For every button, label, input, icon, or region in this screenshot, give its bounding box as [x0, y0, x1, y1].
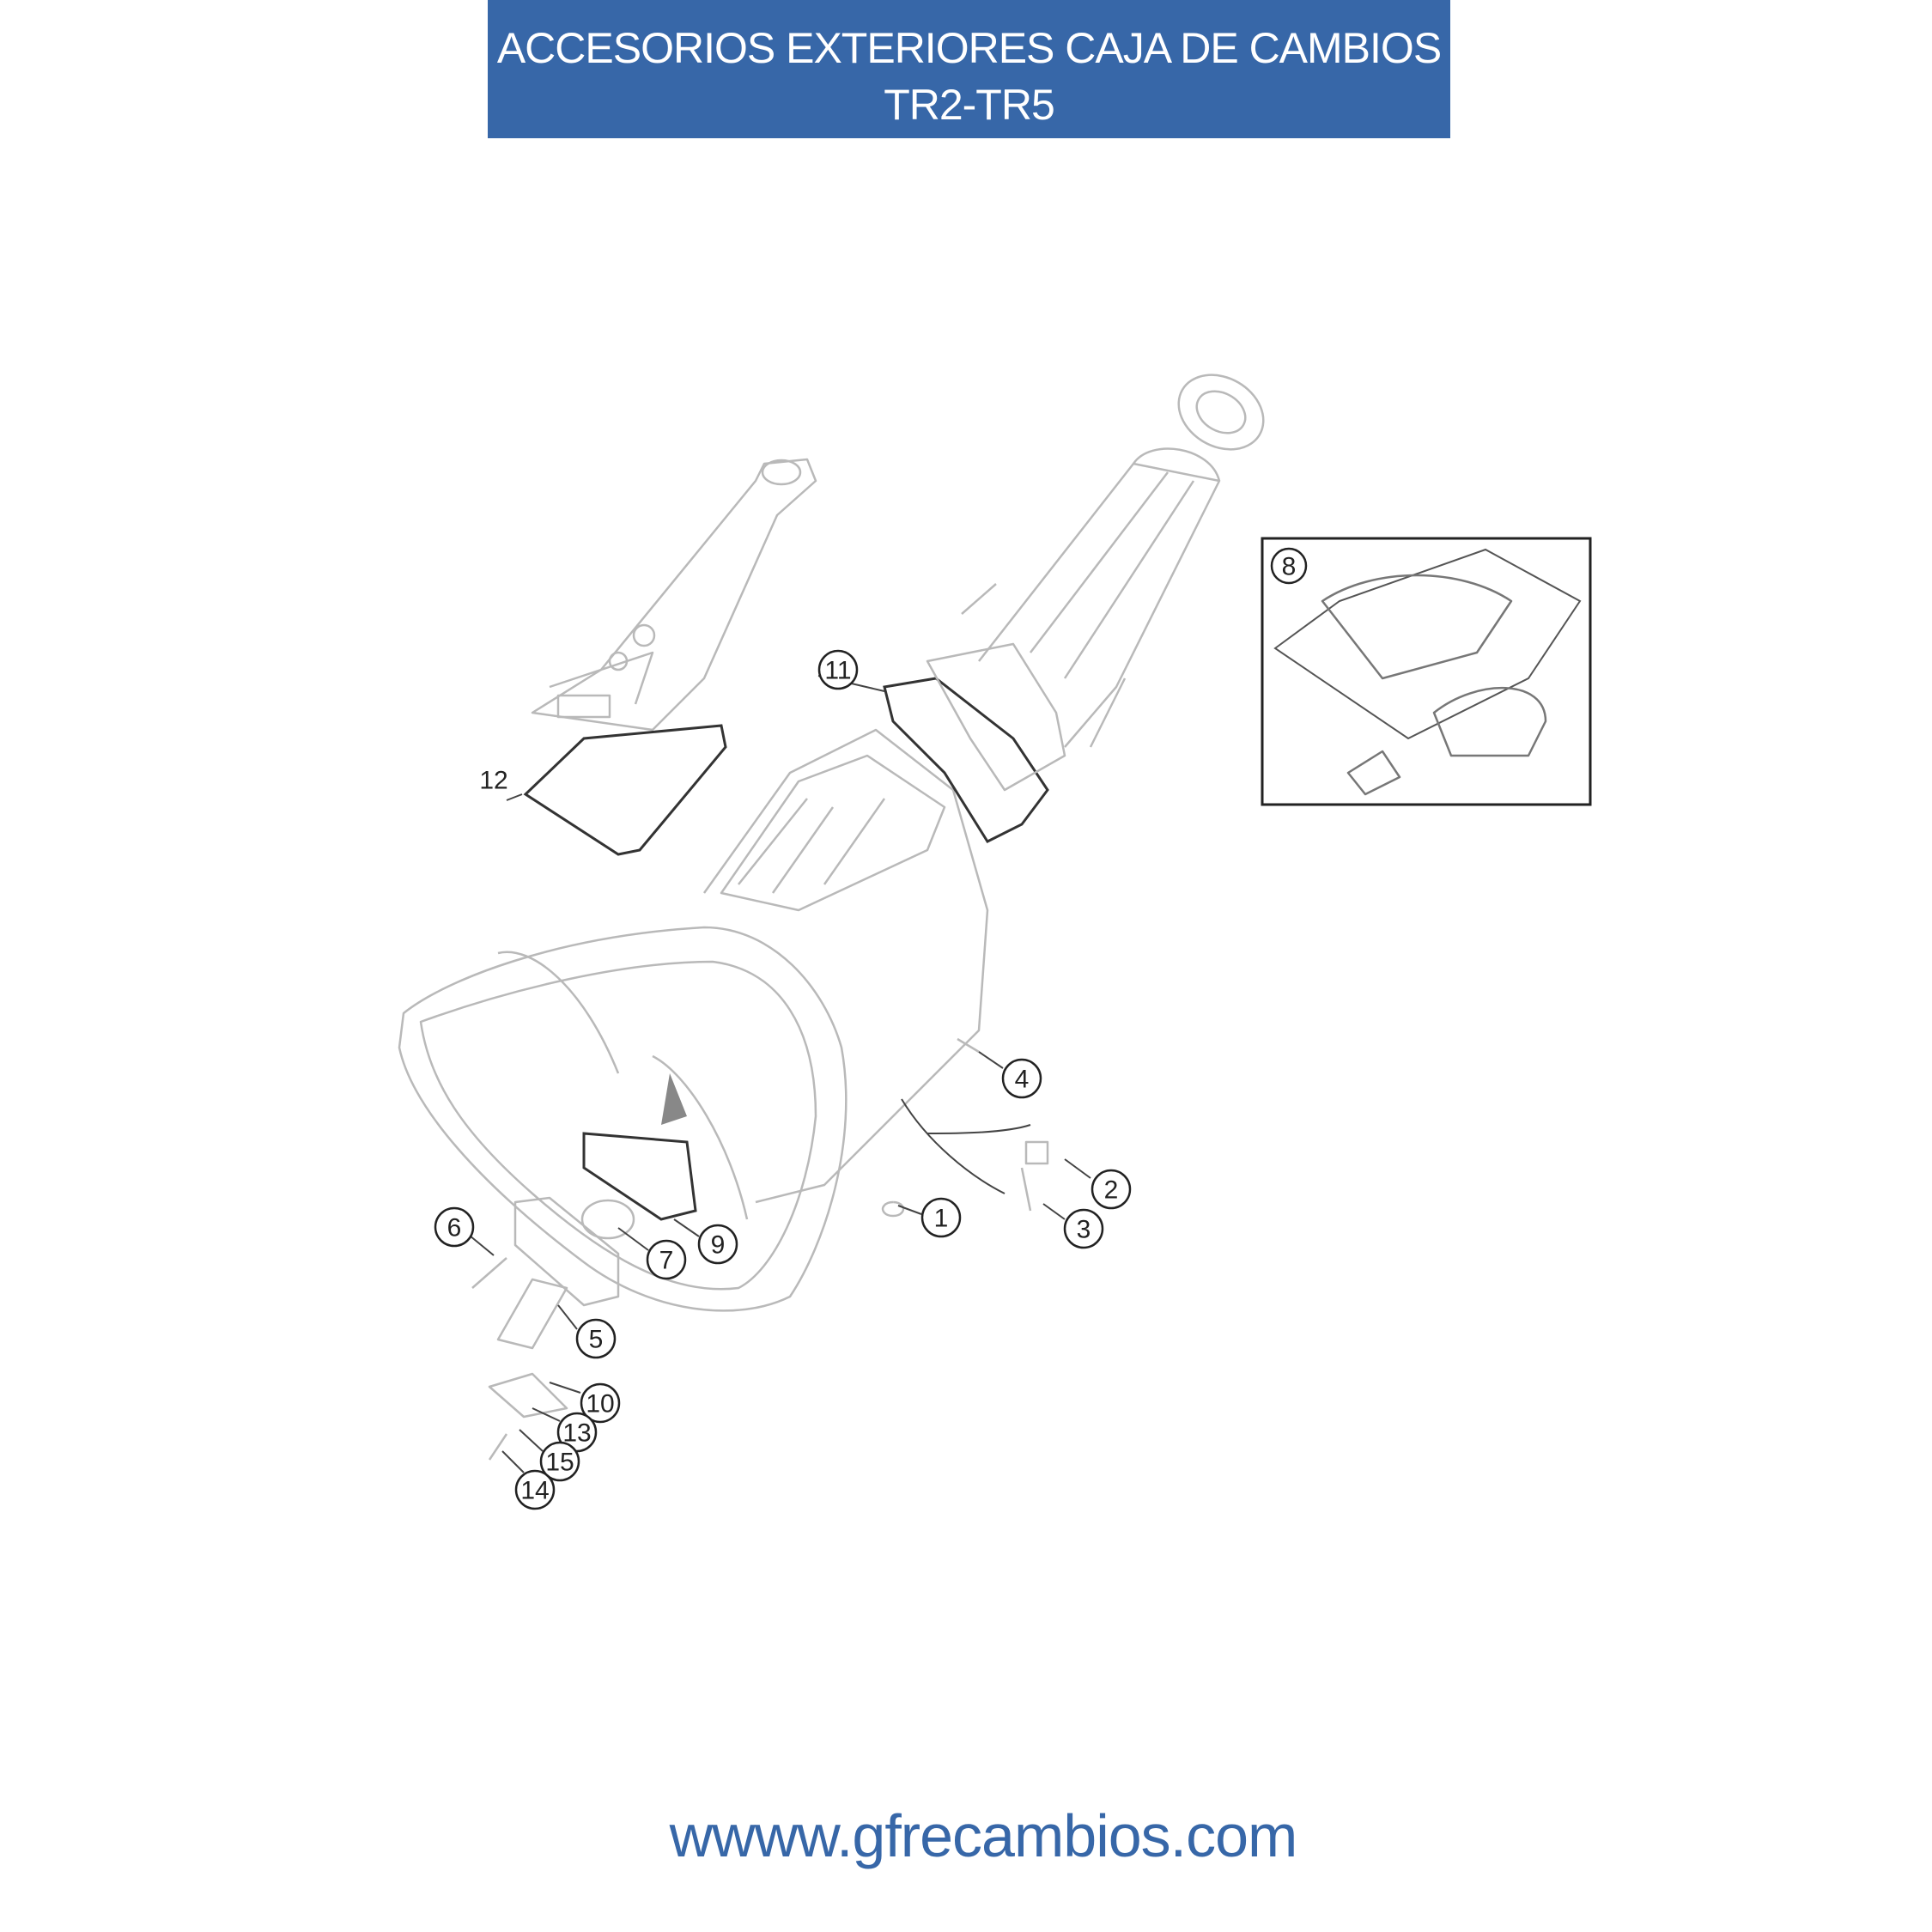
top-cover	[531, 458, 817, 732]
callout-11: 11	[817, 649, 859, 690]
svg-text:13: 13	[562, 1419, 591, 1448]
svg-text:1: 1	[934, 1205, 949, 1233]
top-cover-gasket	[523, 724, 727, 856]
svg-text:8: 8	[1282, 553, 1297, 581]
svg-text:9: 9	[711, 1231, 726, 1260]
callout-15: 15	[539, 1441, 580, 1482]
callout-13: 13	[556, 1412, 598, 1453]
website-url: wwww.gfrecambios.com	[669, 1802, 1298, 1869]
callout-3: 3	[1063, 1208, 1104, 1249]
rear-gasket	[883, 677, 1049, 843]
callout-6: 6	[434, 1206, 475, 1248]
svg-text:14: 14	[520, 1477, 549, 1505]
callout-14: 14	[514, 1469, 556, 1510]
svg-text:5: 5	[589, 1326, 604, 1354]
callout-2: 2	[1091, 1169, 1132, 1210]
svg-text:11: 11	[824, 657, 851, 685]
callout-8: 8	[1270, 547, 1308, 585]
svg-text:2: 2	[1104, 1176, 1119, 1205]
front-gasket	[582, 1132, 697, 1221]
leader-lines	[469, 675, 1091, 1473]
title-line-2: TR2-TR5	[884, 81, 1055, 129]
svg-text:3: 3	[1077, 1216, 1091, 1244]
callout-5: 5	[575, 1318, 617, 1359]
svg-text:10: 10	[586, 1390, 614, 1419]
callout-7: 7	[646, 1239, 687, 1280]
oil-seal	[1177, 374, 1265, 451]
callout-10: 10	[580, 1382, 621, 1424]
svg-text:12: 12	[479, 767, 507, 795]
svg-text:4: 4	[1015, 1066, 1030, 1094]
callout-9: 9	[697, 1224, 738, 1265]
svg-text:7: 7	[659, 1247, 674, 1275]
svg-text:6: 6	[447, 1214, 462, 1242]
bell-housing	[398, 926, 848, 1312]
gearbox-case	[702, 728, 989, 1204]
callout-12: 12	[479, 767, 507, 795]
title-line-1: ACCESORIOS EXTERIORES CAJA DE CAMBIOS	[496, 24, 1442, 72]
front-cover	[496, 1196, 635, 1350]
callout-4: 4	[1001, 1058, 1042, 1099]
extension-housing	[926, 447, 1221, 792]
svg-text:15: 15	[545, 1449, 574, 1477]
title-banner: ACCESORIOS EXTERIORES CAJA DE CAMBIOS TR…	[488, 0, 1450, 138]
callout-1: 1	[920, 1197, 962, 1238]
gasket-set-inset	[1261, 537, 1592, 806]
